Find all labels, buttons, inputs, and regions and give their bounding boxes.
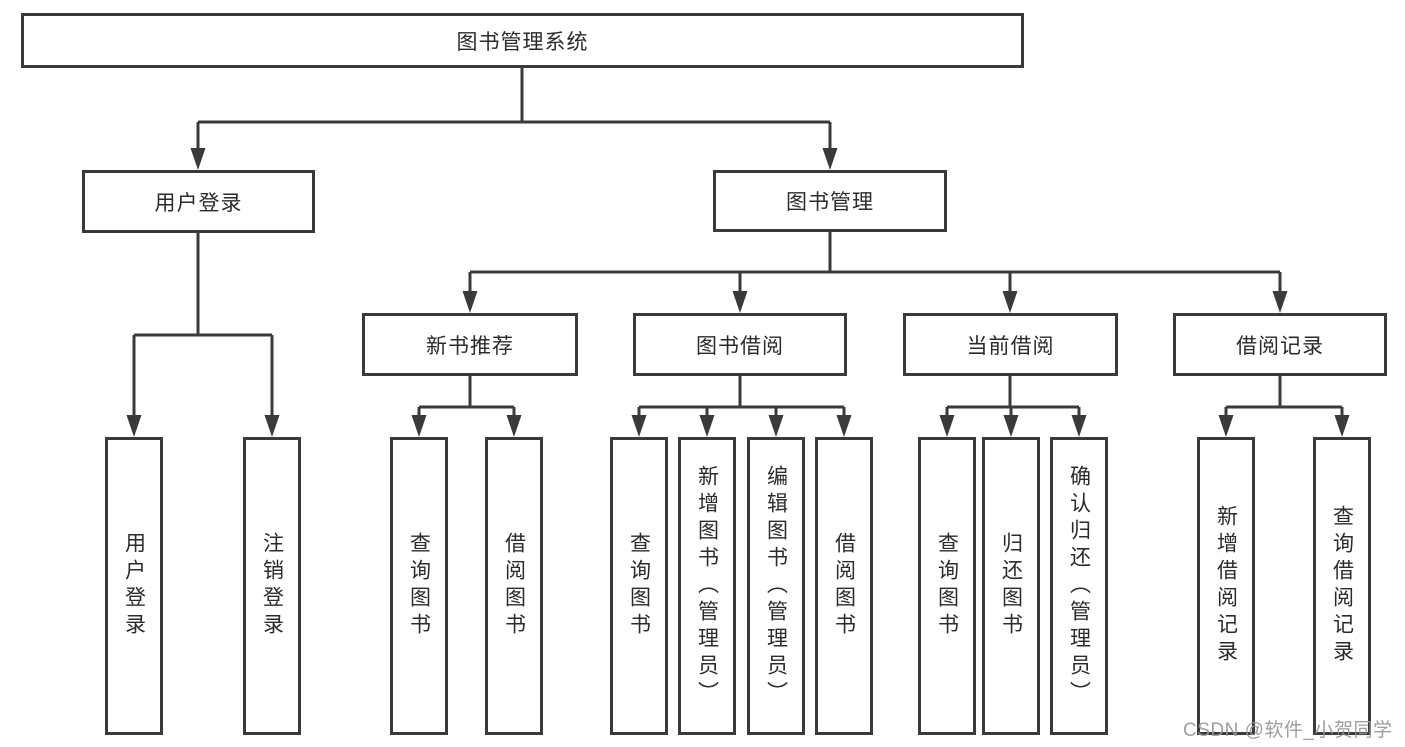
arrowhead-icon	[822, 148, 838, 170]
node-library-management-system: 图书管理系统	[21, 13, 1024, 68]
arrowhead-icon	[1002, 291, 1018, 313]
arrowhead-icon	[1334, 415, 1350, 437]
node-borrowing-records: 借阅记录	[1173, 313, 1387, 376]
arrowhead-icon	[264, 415, 280, 437]
leaf-add-book-admin: 新增图书（管理员）	[678, 437, 736, 735]
arrowhead-icon	[1218, 415, 1234, 437]
arrowhead-icon	[699, 415, 715, 437]
node-book-management: 图书管理	[713, 170, 947, 232]
arrowhead-icon	[1003, 415, 1019, 437]
node-user-login: 用户登录	[82, 170, 315, 233]
arrowhead-icon	[506, 415, 522, 437]
leaf-edit-book-admin: 编辑图书（管理员）	[747, 437, 805, 735]
arrowhead-icon	[462, 291, 478, 313]
arrowhead-icon	[768, 415, 784, 437]
arrowhead-icon	[836, 415, 852, 437]
leaf-borrow-books-recommend: 借阅图书	[485, 437, 543, 735]
node-book-borrowing: 图书借阅	[633, 313, 847, 376]
leaf-return-books: 归还图书	[982, 437, 1040, 735]
leaf-query-books-recommend: 查询图书	[390, 437, 448, 735]
csdn-watermark: CSDN @软件_小贺同学	[1183, 720, 1393, 741]
leaf-query-books-borrowing: 查询图书	[610, 437, 668, 735]
arrowhead-icon	[1272, 291, 1288, 313]
node-current-borrowing: 当前借阅	[903, 313, 1118, 376]
node-new-book-recommendation: 新书推荐	[362, 313, 578, 376]
arrowhead-icon	[631, 415, 647, 437]
arrowhead-icon	[190, 148, 206, 170]
leaf-user-login: 用户登录	[105, 437, 163, 735]
leaf-confirm-return-admin: 确认归还（管理员）	[1050, 437, 1108, 735]
arrowhead-icon	[1071, 415, 1087, 437]
arrowhead-icon	[126, 415, 142, 437]
leaf-query-books-current: 查询图书	[918, 437, 976, 735]
leaf-logout: 注销登录	[243, 437, 301, 735]
arrowhead-icon	[939, 415, 955, 437]
arrowhead-icon	[411, 415, 427, 437]
arrowhead-icon	[732, 291, 748, 313]
leaf-query-borrow-record: 查询借阅记录	[1313, 437, 1371, 735]
leaf-add-borrow-record: 新增借阅记录	[1197, 437, 1255, 735]
leaf-borrow-books: 借阅图书	[815, 437, 873, 735]
